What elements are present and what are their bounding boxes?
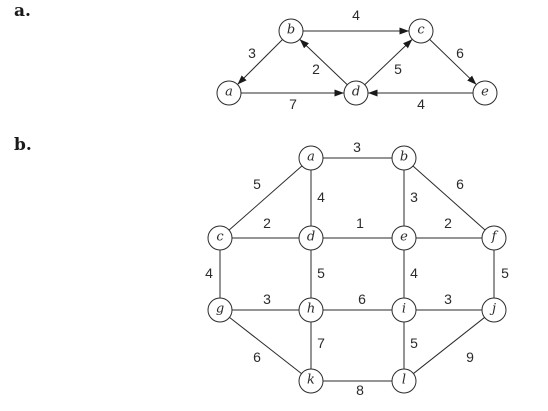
graph-b-node-circle-i <box>391 297 417 323</box>
graph-b-node-circle-a <box>298 145 324 171</box>
graph-b-edge-weight-c-d: 2 <box>263 215 271 231</box>
graph-b-edge-weight-a-b: 3 <box>353 139 361 155</box>
graph-b-edge-weight-d-h: 5 <box>317 265 325 281</box>
graph-b-node-circle-k <box>298 368 324 394</box>
graph-b-node-label-b: b <box>400 150 408 165</box>
graph-a-edge-weight-b-a: 3 <box>248 45 256 61</box>
graph-b-edge-weight-a-c: 5 <box>253 176 261 192</box>
graph-b-edge-weight-g-h: 3 <box>263 291 271 307</box>
graph-b-edge-weight-d-e: 1 <box>356 215 364 231</box>
graph-a-node-circle-e <box>472 80 498 106</box>
graph-a-node-label-a: a <box>225 85 233 100</box>
graph-b-edge-g-k <box>229 316 302 375</box>
graph-b-node-circle-b <box>391 145 417 171</box>
graph-b-node-circle-f <box>481 225 507 251</box>
graph-b-edge-weight-i-j: 3 <box>444 291 452 307</box>
graph-b-node-label-i: i <box>402 302 406 317</box>
graph-a-node-circle-c <box>408 18 434 44</box>
graph-b-node-circle-c <box>207 225 233 251</box>
graph-a-edge-c-e <box>429 38 477 85</box>
graph-a-node-label-c: c <box>417 23 425 38</box>
graph-b-node-a: a <box>298 145 324 171</box>
graph-b-node-label-l: l <box>402 373 406 388</box>
graph-b-node-j: j <box>481 297 507 323</box>
graph-b-edge-weight-b-f: 6 <box>456 176 464 192</box>
graph-a-node-e: e <box>472 80 498 106</box>
graph-a-node-circle-a <box>216 80 242 106</box>
graph-b-edge-a-c <box>228 165 303 231</box>
directed-graph-a: 4 3 7 2 5 6 4 a b c d e <box>216 7 498 112</box>
graph-b-node-e: e <box>391 225 417 251</box>
graph-b-edge-weight-j-l: 9 <box>466 349 474 365</box>
graph-a-node-label-e: e <box>481 85 489 100</box>
graph-a-edge-weight-e-d: 4 <box>417 96 425 112</box>
graph-a-node-circle-d <box>343 80 369 106</box>
graph-b-node-f: f <box>481 225 507 251</box>
graph-b-node-k: k <box>298 368 324 394</box>
graph-b-node-label-d: d <box>307 230 315 245</box>
graph-a-node-circle-b <box>278 18 304 44</box>
graph-a-edge-weight-d-b: 2 <box>312 61 320 77</box>
graph-b-node-circle-g <box>207 297 233 323</box>
graph-a-edge-d-b <box>299 39 348 86</box>
graph-b-edge-weight-a-d: 4 <box>317 189 325 205</box>
graph-b-node-label-a: a <box>307 150 315 165</box>
undirected-graph-b: 3 5 4 3 6 2 1 2 4 5 4 5 3 6 3 6 7 5 9 8 a b c d e f g h i j k l <box>205 139 509 398</box>
graph-b-node-i: i <box>391 297 417 323</box>
graph-b-node-circle-h <box>298 297 324 323</box>
graph-b-node-circle-j <box>481 297 507 323</box>
graph-b-node-circle-e <box>391 225 417 251</box>
graph-b-edge-weight-c-g: 4 <box>205 265 213 281</box>
graph-b-node-label-g: g <box>216 302 224 317</box>
graph-b-node-c: c <box>207 225 233 251</box>
graph-a-edge-weight-a-d: 7 <box>289 96 297 112</box>
graph-b-edge-weight-f-j: 5 <box>501 265 509 281</box>
graph-b-edge-weight-e-i: 4 <box>410 265 418 281</box>
graph-a-edge-weight-c-e: 6 <box>456 45 464 61</box>
graph-b-node-label-j: j <box>489 302 496 317</box>
graph-b-node-label-k: k <box>307 373 315 388</box>
graph-b-node-label-f: f <box>491 230 499 245</box>
graph-b-edge-j-l <box>413 317 485 374</box>
graph-b-edge-weight-h-k: 7 <box>317 335 325 351</box>
graph-a-node-a: a <box>216 80 242 106</box>
graph-b-node-label-c: c <box>216 230 224 245</box>
graph-b-node-label-e: e <box>400 230 408 245</box>
graph-b-edge-b-f <box>412 165 486 231</box>
graph-a-node-c: c <box>408 18 434 44</box>
graph-a-node-label-b: b <box>287 23 295 38</box>
graph-a-edge-weight-d-c: 5 <box>394 61 402 77</box>
graph-b-edge-weight-i-l: 5 <box>410 335 418 351</box>
graph-a-node-label-d: d <box>352 85 360 100</box>
graph-b-edge-weight-g-k: 6 <box>253 349 261 365</box>
graph-b-node-d: d <box>298 225 324 251</box>
graph-b-node-b: b <box>391 145 417 171</box>
graph-b-edge-weight-k-l: 8 <box>356 382 364 398</box>
graph-b-edge-weight-b-e: 3 <box>410 189 418 205</box>
graph-b-node-l: l <box>391 368 417 394</box>
part-a-label: a. <box>14 1 31 21</box>
graph-a-node-d: d <box>343 80 369 106</box>
graph-a-edge-d-c <box>364 39 413 86</box>
graph-b-edge-weight-h-i: 6 <box>358 291 366 307</box>
graph-b-node-g: g <box>207 297 233 323</box>
graph-b-node-h: h <box>298 297 324 323</box>
graph-a-edge-weight-b-c: 4 <box>352 7 360 23</box>
graph-a-node-b: b <box>278 18 304 44</box>
graph-b-node-circle-l <box>391 368 417 394</box>
graph-a-edge-b-a <box>237 39 283 85</box>
part-b-label: b. <box>14 135 32 155</box>
graph-b-edge-weight-e-f: 2 <box>444 215 452 231</box>
graph-b-node-circle-d <box>298 225 324 251</box>
graph-b-node-label-h: h <box>307 302 315 317</box>
